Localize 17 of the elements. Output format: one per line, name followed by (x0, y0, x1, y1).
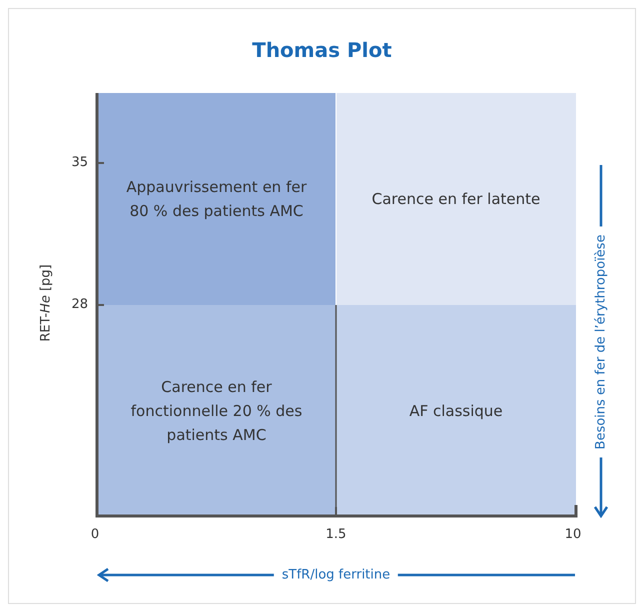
quadrant (336, 93, 576, 305)
tick-label: 1.5 (326, 527, 346, 542)
axis-direction-label: Besoins en fer de l’érythropoïèse (594, 226, 608, 458)
quadrant (336, 305, 576, 516)
quadrant-label: AF classique (409, 400, 503, 422)
quadrant (97, 305, 336, 516)
axis-direction-label: sTfR/log ferritine (274, 568, 398, 582)
tick-label: 0 (90, 527, 100, 542)
tick-label: 10 (564, 527, 582, 542)
quadrant (97, 93, 336, 305)
chart-title: Thomas Plot (251, 38, 393, 62)
quadrant-label: Carence en fer latente (372, 189, 540, 210)
tick-label: 28 (70, 297, 88, 312)
quadrant-label: Carence en fer fonctionnelle 20 % des patients AMC (130, 376, 304, 446)
axis-title: RET-He [pg] (38, 264, 54, 342)
tick-label: 35 (70, 155, 88, 170)
quadrant-label: Appauvrissement en fer 80 % des patients AMC (125, 177, 308, 222)
